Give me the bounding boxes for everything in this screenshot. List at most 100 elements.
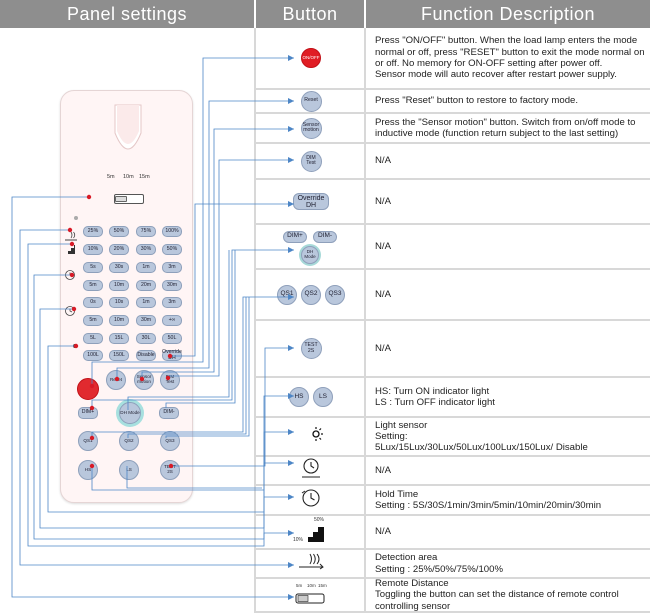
connector-dot [69, 241, 75, 247]
function-description: N/A [375, 516, 646, 548]
function-description: Press "ON/OFF" button. When the load lam… [375, 28, 646, 88]
button-cell: ON/OFF [256, 28, 366, 88]
remote-grid-button[interactable]: 150L [109, 350, 129, 361]
clock-person-icon [298, 457, 324, 484]
connector-dot [114, 376, 120, 382]
remote-grid-button[interactable]: 75% [136, 226, 156, 237]
description-line: Press "ON/OFF" button. When the load lam… [375, 35, 645, 69]
qs3-button[interactable]: QS3 [325, 284, 345, 305]
remote-dh-mode-button[interactable]: DH Mode [119, 402, 141, 424]
detection-wave-icon [296, 551, 326, 576]
dim-minus-button[interactable]: DIM- [313, 230, 337, 243]
remote-grid-button[interactable]: 10m [109, 315, 129, 326]
remote-grid-button[interactable]: 30m [162, 280, 182, 291]
remote-on-off-button[interactable]: ON/OFF [77, 378, 99, 400]
remote-grid-button[interactable]: 10% [83, 244, 103, 255]
round-button[interactable]: TEST 2S [300, 338, 322, 359]
remote-round-button[interactable]: Sensor motion [134, 370, 154, 390]
remote-grid-button[interactable]: 25% [83, 226, 103, 237]
qs1-button[interactable]: QS1 [277, 284, 297, 305]
description-line: Toggling the button can set the distance… [375, 589, 619, 601]
function-description: Press "Reset" button to restore to facto… [375, 90, 646, 112]
function-description: N/A [375, 144, 646, 178]
remote-grid-button[interactable]: +∞ [162, 315, 182, 326]
remote-grid-button[interactable]: 0s [83, 297, 103, 308]
remote-grid-button[interactable]: 10m [109, 280, 129, 291]
remote-grid-button[interactable]: 1m [136, 297, 156, 308]
remote-grid-button[interactable]: 50L [162, 333, 182, 344]
remote-grid-button[interactable]: 15L [109, 333, 129, 344]
distance-switch[interactable] [114, 194, 144, 204]
connector-line [33, 274, 294, 540]
remote-grid-button[interactable]: 5m [83, 315, 103, 326]
description-text: Press "Reset" button to restore to facto… [375, 95, 578, 106]
round-button[interactable]: Sensor motion [300, 117, 322, 139]
distance-label: 5m [107, 174, 115, 180]
remote-grid-button[interactable]: 100L [83, 350, 103, 361]
remote-dim-plus-button[interactable]: DIM+ [78, 407, 98, 419]
arrow-head [288, 157, 294, 163]
override-dh-button[interactable]: Override DH [293, 193, 329, 210]
round-button[interactable]: DIM Test [300, 150, 322, 172]
dh-mode-button[interactable]: DH Mode [301, 245, 319, 264]
arrow-head [288, 429, 294, 435]
remote-grid-button[interactable]: 5m [83, 280, 103, 291]
qs2-button[interactable]: QS2 [301, 284, 321, 305]
description-text: N/A [375, 155, 391, 166]
description-line: N/A [375, 526, 391, 538]
description-line: 5Lux/15Lux/30Lux/50Lux/100Lux/150Lux/ Di… [375, 442, 588, 454]
connector-line [39, 308, 294, 529]
remote-grid-button[interactable]: Disable [136, 350, 156, 361]
function-description: N/A [375, 180, 646, 223]
remote-grid-button[interactable]: 5s [83, 262, 103, 273]
remote-grid-button[interactable]: 100% [162, 226, 182, 237]
distance-label: 10m [307, 583, 316, 588]
remote-dim-minus-button[interactable]: DIM- [159, 407, 179, 419]
stairs-icon: 50%10% [293, 517, 329, 544]
connector-dot [167, 353, 173, 359]
remote-grid-button[interactable]: 3m [162, 262, 182, 273]
remote-round-button[interactable]: LS [119, 460, 139, 480]
remote-grid-button[interactable]: 30s [109, 262, 129, 273]
distance-label: 10m [123, 174, 134, 180]
table-row: Override DH N/A [256, 180, 650, 225]
round-button[interactable]: Reset [300, 90, 322, 112]
remote-round-button[interactable]: QS1 [78, 431, 98, 451]
clock-icon [300, 487, 322, 514]
header-panel-settings: Panel settings [0, 0, 254, 28]
button-cell: DIM Test [256, 144, 366, 178]
remote-grid-button[interactable]: 10s [109, 297, 129, 308]
remote-grid-button[interactable]: 30m [136, 315, 156, 326]
remote-grid-button[interactable]: 50% [109, 226, 129, 237]
connector-dot [73, 343, 79, 349]
remote-grid-button[interactable]: 30L [136, 333, 156, 344]
remote-grid-button[interactable]: 50% [162, 244, 182, 255]
remote-grid-button[interactable]: 3m [162, 297, 182, 308]
remote-grid-button[interactable]: 1m [136, 262, 156, 273]
description-text: N/A [375, 289, 391, 300]
description-line: Detection area [375, 552, 438, 564]
remote-round-button[interactable]: DIM Test [160, 370, 180, 390]
remote-grid-button[interactable]: 5L [83, 333, 103, 344]
button-cell: DIM+ DIM- DH Mode [256, 225, 366, 268]
on-off-button[interactable]: ON/OFF [301, 48, 321, 68]
remote-grid-button[interactable]: 30% [136, 244, 156, 255]
remote-grid-button[interactable]: 20m [136, 280, 156, 291]
description-text: Press "ON/OFF" button. When the load lam… [375, 35, 646, 80]
remote-round-button[interactable]: QS2 [119, 431, 139, 451]
remote-grid-button[interactable]: 20% [109, 244, 129, 255]
ls-button[interactable]: LS [313, 387, 333, 407]
connector-dot [86, 194, 92, 200]
description-line: N/A [375, 240, 391, 252]
dim-plus-button[interactable]: DIM+ [283, 230, 307, 243]
connector-dot [89, 383, 95, 389]
distance-label: 15m [318, 583, 327, 588]
connector-line [127, 250, 230, 410]
description-line: Press the "Sensor motion" button. Switch… [375, 116, 636, 139]
table-row: Sensor motion Press the "Sensor motion" b… [256, 114, 650, 144]
